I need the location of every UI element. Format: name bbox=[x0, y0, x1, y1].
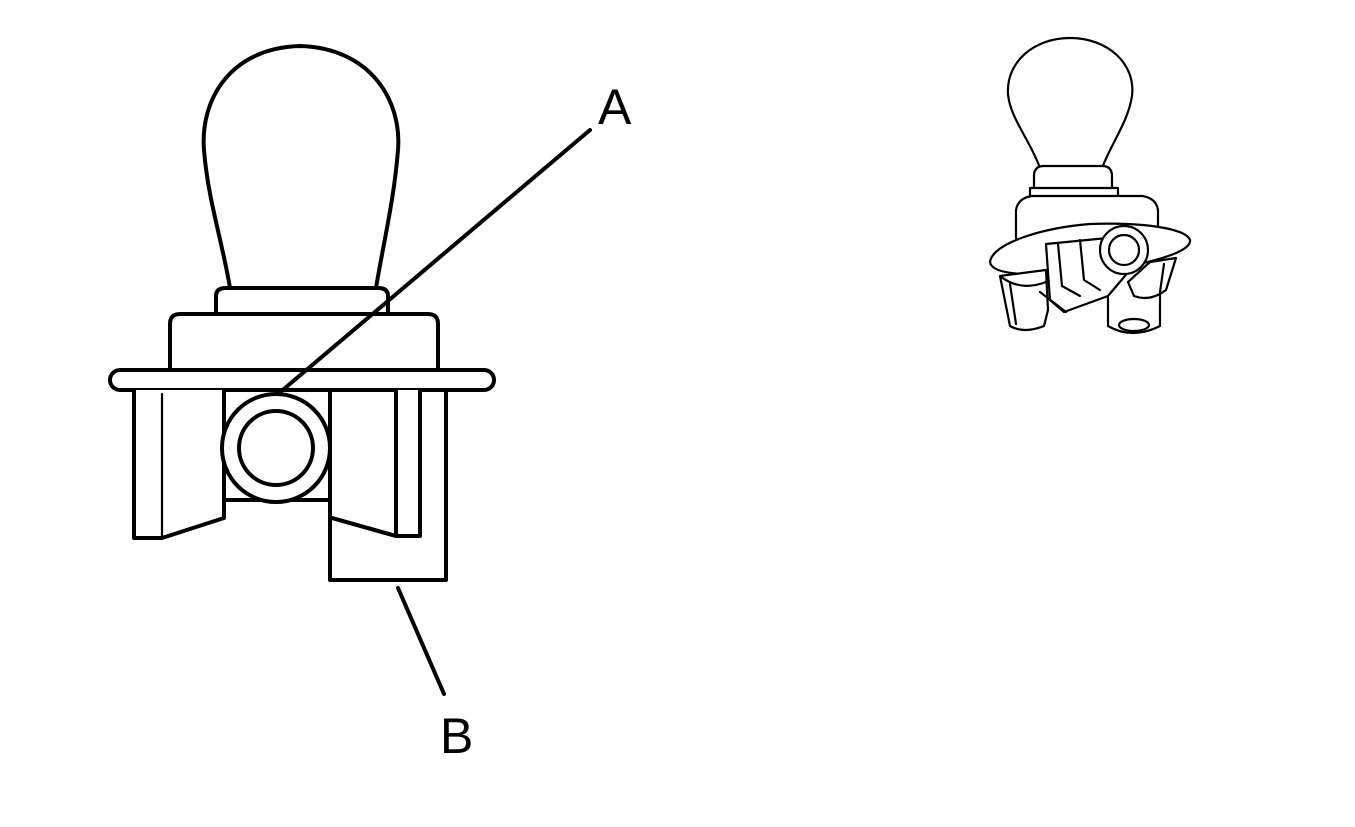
small-locator-ring-inner bbox=[1107, 233, 1141, 267]
bulb-base-small bbox=[1032, 164, 1114, 190]
bulb-base-large bbox=[214, 286, 390, 316]
bulb-glass-large bbox=[201, 44, 401, 290]
small-body-notch bbox=[1038, 290, 1068, 314]
small-tab-left-edge bbox=[1008, 282, 1018, 326]
socket-flange-large bbox=[108, 368, 496, 392]
bulb-base-small-lower bbox=[1028, 186, 1120, 198]
small-body-facet-1 bbox=[1056, 242, 1082, 298]
bulb-glass-small bbox=[1006, 36, 1134, 170]
large-bulb-assembly bbox=[108, 44, 496, 582]
small-tab-right-edge bbox=[1158, 262, 1166, 294]
small-body-facet-2 bbox=[1078, 238, 1102, 292]
locator-ring-inner bbox=[237, 409, 315, 487]
socket-housing-large bbox=[168, 312, 440, 374]
small-tab-left-top bbox=[998, 274, 1048, 287]
callout-a-leader bbox=[276, 128, 592, 396]
small-terminal-hole bbox=[1117, 317, 1151, 333]
small-bulb-assembly bbox=[988, 36, 1192, 335]
locking-tab-left bbox=[132, 388, 226, 540]
callout-b-label: B bbox=[440, 708, 473, 764]
terminal-b-edge bbox=[330, 516, 398, 538]
small-tab-left bbox=[998, 268, 1050, 332]
terminal-b bbox=[328, 388, 448, 582]
callout-b-leader bbox=[396, 586, 446, 696]
locking-tab-right bbox=[394, 388, 422, 538]
callout-a-label: A bbox=[598, 79, 632, 135]
